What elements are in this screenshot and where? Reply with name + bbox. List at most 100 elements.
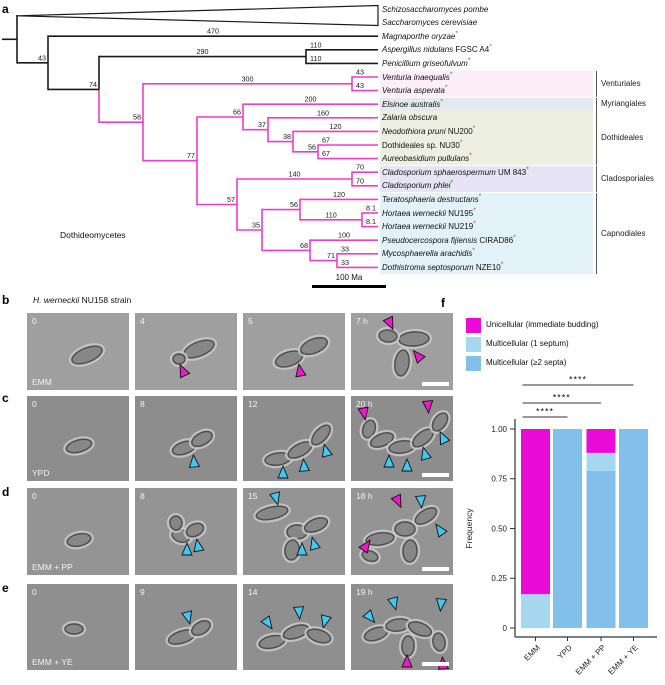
cyan-arrowhead-icon <box>260 615 273 630</box>
cell-body <box>361 549 379 563</box>
taxon-name-italic: Saccharomyces cerevisiae <box>382 18 478 28</box>
taxon-name-italic: Dothistroma septosporum <box>382 262 474 272</box>
branch-value-label: 470 <box>207 27 219 36</box>
taxon-name-italic: Teratosphaeria destructans <box>382 194 479 204</box>
cell-halo <box>301 514 331 536</box>
panel-b-title-species: H. werneckii <box>33 295 80 305</box>
cell-halo <box>308 422 334 448</box>
cell-drawing <box>165 610 214 648</box>
taxon-name-italic: Hortaea werneckii <box>382 208 447 218</box>
frame-time-label: 15 <box>248 491 258 501</box>
taxon-label: Dothistroma septosporum NZE10* <box>382 261 503 273</box>
cell-halo <box>63 436 95 456</box>
image-scale-bar <box>422 662 449 666</box>
taxon-label: Aureobasidium pullulans* <box>382 152 472 164</box>
cell-body <box>401 635 415 657</box>
taxon-label: Hortaea werneckii NU219* <box>382 220 476 232</box>
micro-frame-d3: 15 <box>243 488 345 575</box>
taxon-name-italic: Magnaporthe oryzae <box>382 31 456 41</box>
cell-halo <box>375 326 401 346</box>
taxon-name-italic: Aureobasidium pullulans <box>382 154 470 164</box>
red-asterisk-icon: * <box>473 206 476 214</box>
branch-value-label: 77 <box>187 151 195 160</box>
branch-value-label: 70 <box>356 176 364 185</box>
red-asterisk-icon: * <box>472 125 476 133</box>
taxon-label: Zalaria obscura <box>382 112 437 123</box>
frame-time-label: 5 <box>248 316 253 326</box>
taxon-name-italic: Mycosphaerella arachidis <box>382 249 473 259</box>
micro-frame-e3: 14 <box>243 584 345 670</box>
significance-stars: **** <box>553 393 571 403</box>
significance-stars: **** <box>536 407 554 417</box>
clade-bracket-capnodiales <box>596 192 597 275</box>
cell-halo <box>68 343 106 367</box>
magenta-arrowhead-icon <box>412 349 426 364</box>
branch-value-label: 67 <box>322 149 330 158</box>
frame-time-label: 7 h <box>356 316 368 326</box>
cell-body <box>191 620 211 636</box>
legend-swatch <box>466 356 481 371</box>
micro-frame-d2: 8 <box>135 488 237 575</box>
taxon-name-italic: Venturia asperata <box>382 86 445 96</box>
cyan-arrowhead-icon <box>321 443 333 458</box>
branch-value-label: 100 <box>338 231 350 240</box>
collapsed-clade-triangle <box>16 4 379 27</box>
cell-body <box>414 507 438 525</box>
taxon-label: Elsinoe australis* <box>382 98 443 110</box>
branch-value-label: 43 <box>38 53 46 62</box>
tree-scale-bar <box>312 285 386 288</box>
branch-value-label: 68 <box>300 241 308 250</box>
micro-frame-b4: 7 h <box>351 313 453 390</box>
frame-time-label: 9 <box>140 587 145 597</box>
taxon-name-italic: Pseudocercospora fijiensis <box>382 235 478 245</box>
clade-band-venturiales <box>380 70 593 98</box>
branch-value-label: 120 <box>330 122 342 131</box>
cell-body <box>169 515 183 531</box>
taxon-name-roman: NU195 <box>446 208 474 218</box>
clade-band-capnodiales <box>380 192 593 275</box>
micro-frame-d4: 18 h <box>351 488 453 575</box>
cell-body <box>66 532 92 548</box>
clade-bracket-cladosporiales <box>596 165 597 193</box>
cell-body <box>64 623 84 635</box>
bar-segment <box>553 429 582 628</box>
cell-body <box>191 430 213 448</box>
taxon-name-roman: NU219 <box>446 222 474 232</box>
cell-halo <box>367 429 397 451</box>
clade-name-label: Dothideomycetes <box>60 230 126 240</box>
micro-frame-b3: 5 <box>243 313 345 390</box>
branch-value-label: 58 <box>133 113 141 122</box>
cyan-arrowhead-icon <box>181 541 193 556</box>
taxon-label: Schizosaccharomyces pombe <box>382 4 488 15</box>
bar-segment <box>586 429 616 453</box>
cell-halo <box>166 512 186 534</box>
cell-body <box>71 345 103 365</box>
magenta-arrowhead-icon <box>401 653 413 668</box>
cell-halo <box>188 617 214 639</box>
magenta-arrowhead-icon <box>295 362 307 378</box>
taxon-name-italic: Hortaea werneckii <box>382 222 447 232</box>
clade-band-cladosporiales <box>380 165 593 193</box>
clade-label-cladosporiales: Cladosporiales <box>601 174 654 184</box>
taxon-label: Venturia inaequalis* <box>382 71 452 83</box>
micro-frame-e2: 9 <box>135 584 237 670</box>
cell-drawing <box>64 530 94 550</box>
cell-drawing <box>63 436 95 456</box>
cell-halo <box>304 626 334 646</box>
cell-drawing <box>61 620 87 638</box>
frame-time-label: 4 <box>140 316 145 326</box>
cell-halo <box>297 334 331 358</box>
clade-bracket-venturiales <box>596 70 597 98</box>
taxon-name-italic: Elsinoe australis <box>382 99 441 109</box>
magenta-arrowhead-icon <box>358 539 371 554</box>
micro-frame-c4: 20 h <box>351 396 453 481</box>
cell-halo <box>391 346 413 380</box>
green-asterisk-icon: * <box>472 247 475 255</box>
cell-body <box>306 628 332 644</box>
cell-body <box>378 329 398 343</box>
cell-halo <box>169 350 189 368</box>
medium-label: EMM + PP <box>32 562 73 572</box>
cyan-arrowhead-icon <box>181 610 193 625</box>
